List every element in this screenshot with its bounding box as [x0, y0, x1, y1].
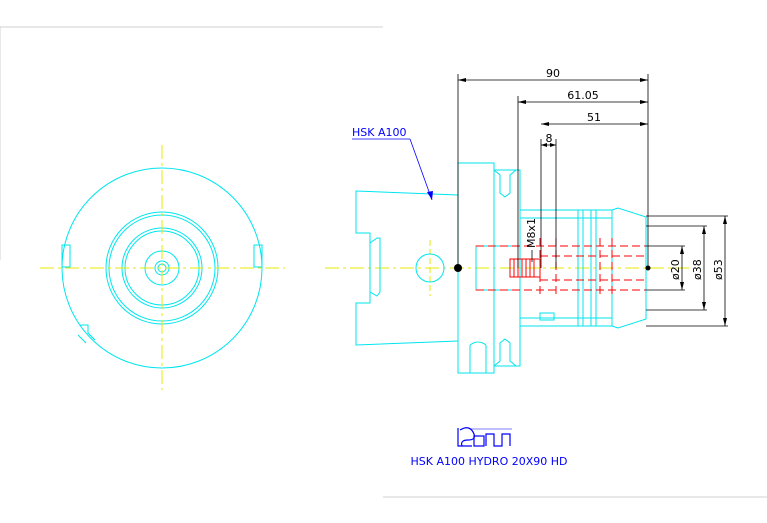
- front-body-inner: [124, 230, 200, 306]
- flange-notch-bottom: [469, 341, 487, 346]
- front-slot-right: [253, 244, 263, 268]
- dim-bore-depth: 61.05: [567, 89, 599, 102]
- part-label-leader: [409, 138, 433, 201]
- front-centerlines: [40, 145, 285, 390]
- dim-body-diameter: ø38: [691, 259, 704, 280]
- dim-thread-size: M8x1: [525, 218, 538, 248]
- front-slot-left: [61, 244, 71, 268]
- hsk-shank: [355, 190, 459, 346]
- recess: [475, 245, 521, 291]
- dim-thread-length: 8: [546, 132, 553, 145]
- dim-overall-length: 90: [546, 67, 560, 80]
- set-screw: [509, 258, 541, 278]
- v-groove-top: [493, 169, 517, 198]
- part-label-arrow: [427, 191, 433, 200]
- dim-bore-diameter: ø20: [669, 259, 682, 280]
- dimension-lines: [457, 74, 728, 327]
- v-groove-bottom: [493, 338, 517, 367]
- part-description: HSK A100 HYDRO 20X90 HD: [410, 455, 567, 468]
- front-notch-edge: [77, 334, 87, 344]
- dim-max-diameter: ø53: [712, 259, 725, 280]
- part-label: HSK A100: [352, 126, 406, 139]
- keyway: [539, 312, 555, 321]
- iscar-logo: [457, 427, 512, 447]
- front-notch: [80, 324, 96, 341]
- dim-clamp-length: 51: [587, 111, 601, 124]
- dimension-arrows: [458, 78, 727, 326]
- hsk-hole: [415, 253, 445, 283]
- front-outer-circle: [61, 167, 263, 369]
